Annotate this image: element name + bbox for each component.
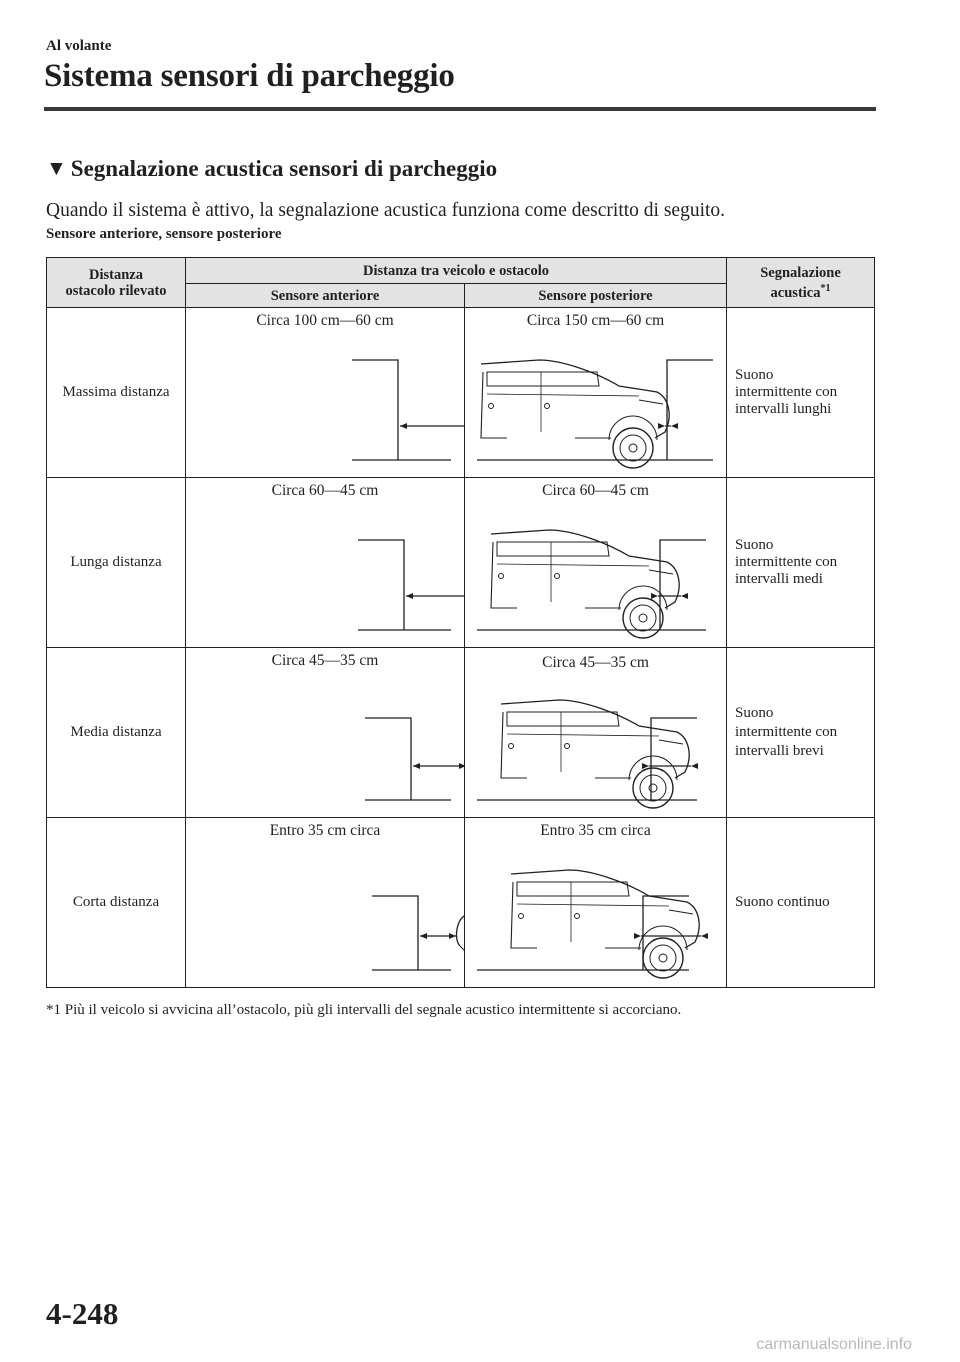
table-row: Media distanza Circa 45—35 cm Circa 45—3…: [46, 647, 876, 818]
obstacle-wall: [358, 539, 405, 630]
row-label: Media distanza: [46, 647, 186, 818]
front-diagram: Circa 45—35 cm: [186, 648, 465, 817]
section-marker-icon: ▼: [46, 156, 67, 180]
beep-description: Suono continuo: [726, 817, 876, 988]
obstacle-wall: [642, 895, 689, 970]
rear-car-illustration: [477, 359, 713, 469]
arrow-head-icon: [413, 763, 420, 769]
header-vehicle-obstacle: Distanza tra veicolo e ostacolo: [184, 257, 728, 284]
rear-car-drawing: [510, 869, 700, 979]
rear-car-drawing: [490, 529, 680, 639]
arrow-head-icon: [642, 763, 649, 769]
arrow-head-icon: [681, 593, 688, 599]
rear-distance-caption: Circa 45—35 cm: [542, 654, 649, 671]
obstacle-wall: [352, 359, 399, 460]
front-distance-caption: Circa 60—45 cm: [271, 482, 379, 499]
title-divider: [44, 107, 876, 111]
rear-diagram: Circa 150 cm—60 cm: [465, 308, 726, 477]
rear-distance-caption: Circa 150 cm—60 cm: [526, 312, 665, 329]
table-subheading: Sensore anteriore, sensore posteriore: [46, 226, 282, 242]
front-diagram: Entro 35 cm circa: [186, 818, 465, 987]
obstacle-wall: [650, 717, 697, 800]
header-rear-sensor: Sensore posteriore: [463, 283, 728, 308]
page-number: 4-248: [46, 1296, 119, 1331]
arrow-head-icon: [691, 763, 698, 769]
arrow-head-icon: [406, 593, 413, 599]
footnote: *1 Più il veicolo si avvicina all’ostaco…: [46, 1002, 682, 1018]
front-distance-caption: Entro 35 cm circa: [269, 822, 381, 839]
section-heading-text: Segnalazione acustica sensori di parcheg…: [70, 156, 498, 181]
rear-diagram: Entro 35 cm circa: [465, 818, 726, 987]
rear-car-illustration: [477, 529, 706, 639]
rear-car-drawing: [480, 359, 670, 469]
arrow-head-icon: [671, 423, 678, 429]
front-car-illustration: [358, 539, 465, 631]
front-diagram: Circa 100 cm—60 cm: [186, 308, 465, 477]
arrow-head-icon: [634, 933, 641, 939]
obstacle-wall: [365, 717, 412, 800]
arrow-head-icon: [701, 933, 708, 939]
row-label: Massima distanza: [46, 307, 186, 478]
rear-car-illustration: [477, 699, 698, 809]
rear-distance-caption: Circa 60—45 cm: [542, 482, 649, 499]
row-label: Lunga distanza: [46, 477, 186, 648]
front-distance-caption: Circa 100 cm—60 cm: [256, 312, 394, 329]
arrow-head-icon: [651, 593, 658, 599]
row-label: Corta distanza: [46, 817, 186, 988]
front-car-illustration: [365, 717, 465, 801]
arrow-head-icon: [449, 933, 456, 939]
chapter-label: Al volante: [46, 38, 112, 54]
front-car-illustration: [372, 895, 465, 971]
rear-distance-caption: Entro 35 cm circa: [540, 822, 651, 839]
section-heading: ▼Segnalazione acustica sensori di parche…: [46, 156, 497, 182]
obstacle-wall: [372, 895, 419, 970]
rear-diagram: Circa 45—35 cm: [465, 648, 726, 817]
header-front-sensor: Sensore anteriore: [185, 283, 465, 308]
table-row: Lunga distanza Circa 60—45 cm Circa 60—4…: [46, 477, 876, 648]
arrow-head-icon: [459, 763, 465, 769]
front-car-drawing: [455, 915, 465, 952]
front-car-illustration: [352, 359, 465, 461]
page-title: Sistema sensori di parcheggio: [44, 58, 455, 94]
table-row: Massima distanza Circa 100 cm—60 cm Circ…: [46, 307, 876, 478]
obstacle-wall: [666, 359, 713, 460]
rear-car-drawing: [500, 699, 690, 809]
watermark: carmanualsonline.info: [756, 1336, 912, 1353]
arrow-head-icon: [420, 933, 427, 939]
rear-car-illustration: [477, 869, 708, 979]
intro-paragraph: Quando il sistema è attivo, la segnalazi…: [46, 200, 726, 221]
front-distance-caption: Circa 45—35 cm: [271, 652, 379, 669]
arrow-head-icon: [400, 423, 407, 429]
rear-diagram: Circa 60—45 cm: [465, 478, 726, 647]
front-diagram: Circa 60—45 cm: [186, 478, 465, 647]
obstacle-wall: [659, 539, 706, 630]
arrow-head-icon: [658, 423, 665, 429]
table-row: Corta distanza Entro 35 cm circa Entro 3…: [46, 817, 876, 988]
